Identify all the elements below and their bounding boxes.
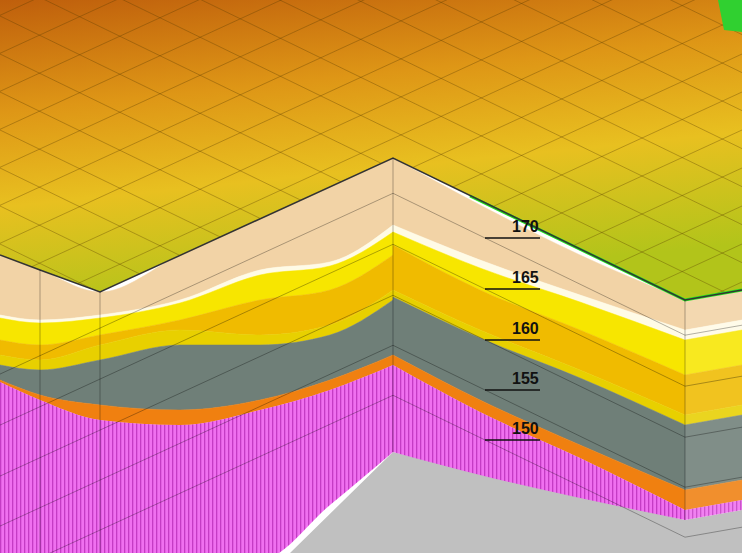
grid-line: [0, 92, 742, 453]
grid-line: [0, 0, 742, 281]
grid-line: [0, 244, 742, 553]
block-edge: [40, 270, 41, 553]
grid-line: [0, 130, 742, 471]
grid-line: [0, 168, 742, 529]
elevation-tick: [485, 237, 540, 239]
grid-line: [0, 54, 742, 415]
elevation-label: 170: [512, 218, 539, 236]
grid-line: [0, 16, 742, 357]
block-edge: [685, 300, 686, 520]
elevation-ticks: [485, 238, 540, 440]
grid-line: [0, 206, 742, 553]
elevation-label: 160: [512, 320, 539, 338]
grid-line: [0, 0, 742, 243]
grid-line: [0, 0, 742, 73]
grid-line: [0, 54, 742, 395]
contour-line: [0, 345, 742, 526]
contour-line: [0, 395, 742, 553]
grid-line: [0, 206, 742, 547]
grid-line: [0, 168, 742, 509]
grid-line: [0, 0, 742, 53]
grid-line: [0, 0, 742, 205]
grid-line: [0, 130, 742, 491]
soil-layer: [0, 365, 393, 553]
grid-line: [0, 320, 742, 553]
elevation-tick: [485, 339, 540, 341]
grid-line: [0, 282, 742, 553]
ridge-outline: [0, 158, 742, 300]
grid-line: [0, 0, 742, 225]
grid-line: [0, 434, 742, 553]
elevation-tick: [485, 439, 540, 441]
grid-line: [0, 92, 742, 433]
grid-line: [0, 548, 742, 553]
block-edges: [40, 158, 685, 553]
grid-line: [0, 16, 742, 377]
grid-line: [0, 0, 742, 167]
grid-line: [0, 282, 742, 553]
green-edge: [470, 196, 742, 300]
block-edge: [100, 292, 101, 553]
grid-line: [0, 244, 742, 553]
contour-line: [0, 295, 742, 476]
grid-line: [0, 510, 742, 553]
grid-line: [0, 0, 742, 149]
grid-line: [0, 434, 742, 553]
grid-line: [0, 0, 742, 339]
grid-line: [0, 0, 742, 319]
elevation-label: 150: [512, 420, 539, 438]
elevation-label: 165: [512, 269, 539, 287]
elevation-tick: [485, 389, 540, 391]
grid-line: [0, 320, 742, 553]
grid-line: [0, 472, 742, 553]
grid-line: [0, 0, 742, 263]
soil-layer: [393, 365, 685, 520]
grid-line: [0, 396, 742, 553]
grid-line: [0, 0, 742, 129]
grid-line: [0, 510, 742, 553]
grid-line: [0, 548, 742, 553]
grid-line: [0, 472, 742, 553]
elevation-label: 155: [512, 370, 539, 388]
green-patch: [718, 0, 742, 32]
elevation-tick: [485, 288, 540, 290]
grid-line: [0, 396, 742, 553]
grid-line: [0, 358, 742, 553]
block-edge: [393, 158, 394, 452]
grid-line: [0, 0, 742, 301]
grid-line: [0, 358, 742, 553]
terrain-surface: [0, 0, 742, 300]
